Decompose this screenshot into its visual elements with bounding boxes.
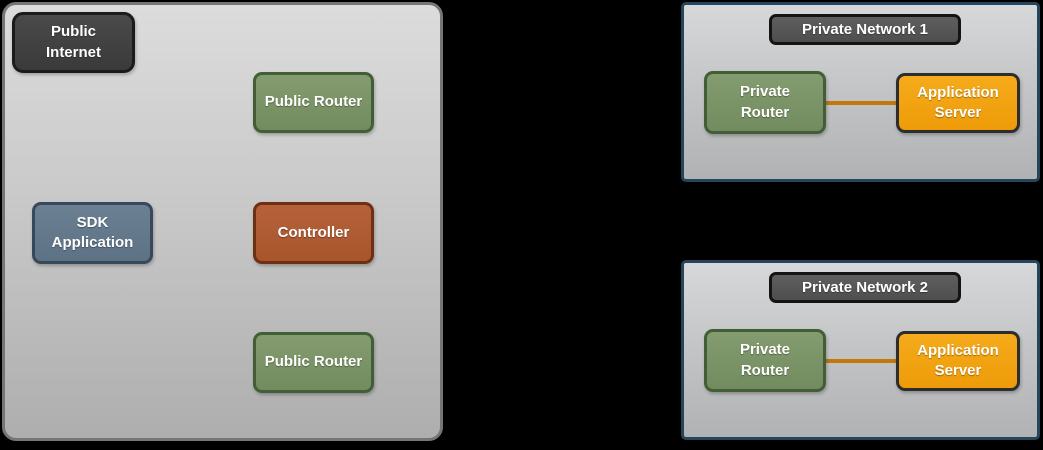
- private-network-2-title: Private Network 2: [769, 272, 961, 303]
- public-cloud-panel: Public Internet Public Router SDK Applic…: [2, 2, 443, 441]
- private-router-node-1: Private Router: [704, 71, 826, 134]
- private-router-node-2: Private Router: [704, 329, 826, 392]
- application-server-node-1: Application Server: [896, 73, 1020, 133]
- public-internet-node: Public Internet: [12, 12, 135, 73]
- private-network-1-title: Private Network 1: [769, 14, 961, 45]
- controller-node: Controller: [253, 202, 374, 264]
- router-server-connector: [824, 359, 898, 363]
- sdk-application-node: SDK Application: [32, 202, 153, 264]
- application-server-node-2: Application Server: [896, 331, 1020, 391]
- public-router-bottom-node: Public Router: [253, 332, 374, 393]
- router-server-connector: [824, 101, 898, 105]
- private-network-2-panel: Private Network 2 Private Router Applica…: [681, 260, 1040, 440]
- private-network-1-panel: Private Network 1 Private Router Applica…: [681, 2, 1040, 182]
- public-router-top-node: Public Router: [253, 72, 374, 133]
